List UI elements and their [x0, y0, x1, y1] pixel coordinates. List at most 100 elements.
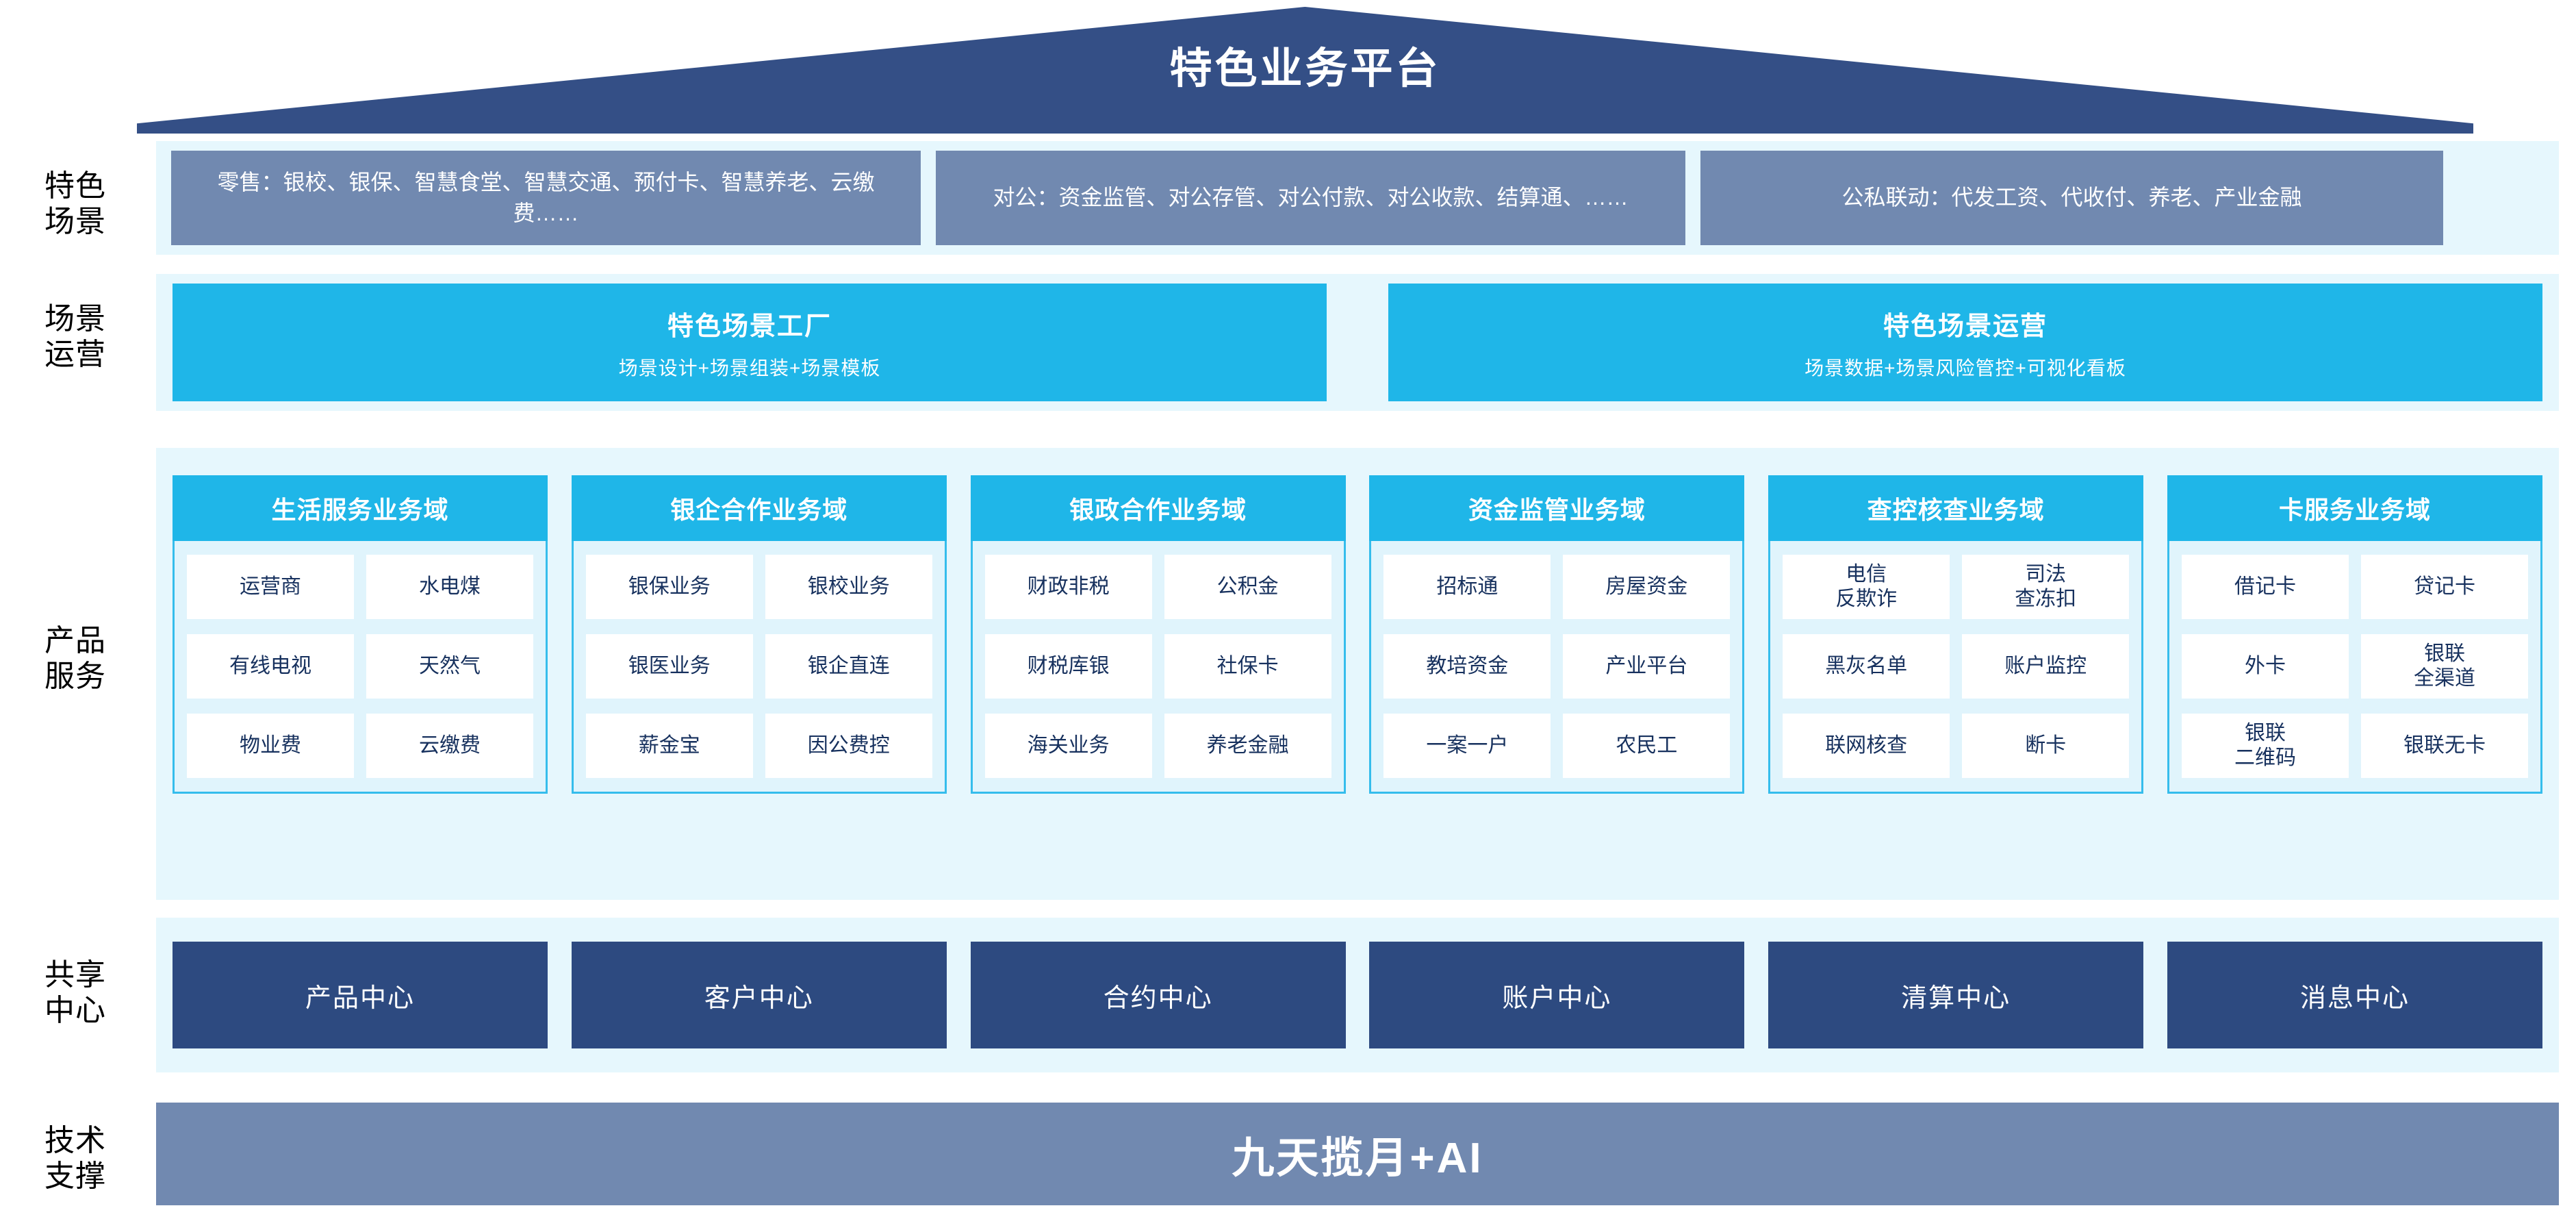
product-tile[interactable]: 农民工: [1563, 714, 1731, 778]
operation-box-2[interactable]: 特色场景运营场景数据+场景风险管控+可视化看板: [1388, 284, 2542, 401]
product-tile[interactable]: 联网核查: [1783, 714, 1950, 778]
product-tile[interactable]: 银企直连: [765, 634, 932, 699]
product-tile-row: 有线电视天然气: [187, 634, 533, 699]
product-tile[interactable]: 养老金融: [1164, 714, 1331, 778]
operation-subtitle: 场景数据+场景风险管控+可视化看板: [1805, 357, 2126, 379]
product-tile-row: 外卡银联 全渠道: [2181, 634, 2528, 699]
product-tile[interactable]: 银校业务: [765, 555, 932, 619]
product-domain-card: 资金监管业务域招标通房屋资金教培资金产业平台一案一户农民工: [1369, 475, 1745, 794]
product-domain-title[interactable]: 查控核查业务域: [1768, 475, 2144, 541]
scenario-row: 零售：银校、银保、智慧食堂、智慧交通、预付卡、智慧养老、云缴费…… 对公：资金监…: [156, 141, 2559, 255]
shared-center-box[interactable]: 产品中心: [173, 942, 548, 1048]
tech-support-label: 九天揽月+AI: [1232, 1135, 1483, 1182]
product-tile[interactable]: 银联无卡: [2360, 714, 2528, 778]
product-domain-card: 卡服务业务域借记卡贷记卡外卡银联 全渠道银联 二维码银联无卡: [2167, 475, 2542, 794]
product-tile[interactable]: 因公费控: [765, 714, 932, 778]
product-tile[interactable]: 招标通: [1383, 555, 1551, 619]
product-tile-row: 薪金宝因公费控: [585, 714, 932, 778]
shared-center-box[interactable]: 账户中心: [1369, 942, 1745, 1048]
product-tile-row: 财税库银社保卡: [984, 634, 1331, 699]
product-tile[interactable]: 薪金宝: [585, 714, 753, 778]
product-tile-row: 物业费云缴费: [187, 714, 533, 778]
product-tile-row: 一案一户农民工: [1383, 714, 1731, 778]
product-tile-row: 运营商水电煤: [187, 555, 533, 619]
product-domain-body: 电信 反欺诈司法 查冻扣黑灰名单账户监控联网核查断卡: [1768, 541, 2144, 794]
row-label-shared: 共享中心: [44, 958, 106, 1027]
product-tile[interactable]: 银医业务: [585, 634, 753, 699]
product-tile[interactable]: 海关业务: [984, 714, 1152, 778]
product-domain-card: 查控核查业务域电信 反欺诈司法 查冻扣黑灰名单账户监控联网核查断卡: [1768, 475, 2144, 794]
product-domain-title[interactable]: 银政合作业务域: [970, 475, 1346, 541]
product-tile-row: 海关业务养老金融: [984, 714, 1331, 778]
product-tile-row: 电信 反欺诈司法 查冻扣: [1783, 555, 2130, 619]
tech-support-bar[interactable]: 九天揽月+AI: [156, 1103, 2559, 1205]
product-tile[interactable]: 借记卡: [2181, 555, 2349, 619]
row-label-products: 产品服务: [44, 624, 106, 693]
product-domain-title[interactable]: 生活服务业务域: [173, 475, 548, 541]
page-title: 特色业务平台: [1169, 45, 1441, 92]
product-tile[interactable]: 黑灰名单: [1783, 634, 1950, 699]
scenario-panel: 零售：银校、银保、智慧食堂、智慧交通、预付卡、智慧养老、云缴费…… 对公：资金监…: [156, 141, 2559, 255]
product-tile[interactable]: 电信 反欺诈: [1783, 555, 1950, 619]
shared-center-panel: 产品中心客户中心合约中心账户中心清算中心消息中心: [156, 918, 2559, 1072]
product-tile-row: 联网核查断卡: [1783, 714, 2130, 778]
product-domain-title[interactable]: 卡服务业务域: [2167, 475, 2542, 541]
product-domain-body: 招标通房屋资金教培资金产业平台一案一户农民工: [1369, 541, 1745, 794]
product-domain-card: 银政合作业务域财政非税公积金财税库银社保卡海关业务养老金融: [970, 475, 1346, 794]
product-domain-title[interactable]: 银企合作业务域: [571, 475, 947, 541]
product-tile-row: 银医业务银企直连: [585, 634, 932, 699]
product-tile[interactable]: 一案一户: [1383, 714, 1551, 778]
operation-box-1[interactable]: 特色场景工厂场景设计+场景组装+场景模板: [173, 284, 1327, 401]
scenario-box-linkage[interactable]: 公私联动：代发工资、代收付、养老、产业金融: [1700, 151, 2443, 245]
shared-center-row: 产品中心客户中心合约中心账户中心清算中心消息中心: [156, 918, 2559, 1072]
product-tile-row: 教培资金产业平台: [1383, 634, 1731, 699]
product-tile[interactable]: 水电煤: [366, 555, 533, 619]
product-tile-row: 银保业务银校业务: [585, 555, 932, 619]
product-tile[interactable]: 云缴费: [366, 714, 533, 778]
product-domain-title[interactable]: 资金监管业务域: [1369, 475, 1745, 541]
product-domain-body: 借记卡贷记卡外卡银联 全渠道银联 二维码银联无卡: [2167, 541, 2542, 794]
product-tile[interactable]: 运营商: [187, 555, 354, 619]
product-tile-row: 银联 二维码银联无卡: [2181, 714, 2528, 778]
scenario-box-corporate[interactable]: 对公：资金监管、对公存管、对公付款、对公收款、结算通、……: [936, 151, 1685, 245]
product-tile[interactable]: 房屋资金: [1563, 555, 1731, 619]
product-tile[interactable]: 财政非税: [984, 555, 1152, 619]
product-domain-body: 财政非税公积金财税库银社保卡海关业务养老金融: [970, 541, 1346, 794]
product-domain-card: 银企合作业务域银保业务银校业务银医业务银企直连薪金宝因公费控: [571, 475, 947, 794]
product-tile[interactable]: 银保业务: [585, 555, 753, 619]
product-tile[interactable]: 断卡: [1962, 714, 2130, 778]
product-tile[interactable]: 银联 全渠道: [2360, 634, 2528, 699]
product-services-panel: 生活服务业务域运营商水电煤有线电视天然气物业费云缴费银企合作业务域银保业务银校业…: [156, 448, 2559, 900]
scenario-box-retail[interactable]: 零售：银校、银保、智慧食堂、智慧交通、预付卡、智慧养老、云缴费……: [171, 151, 921, 245]
product-tile[interactable]: 教培资金: [1383, 634, 1551, 699]
product-domain-card: 生活服务业务域运营商水电煤有线电视天然气物业费云缴费: [173, 475, 548, 794]
product-domain-row: 生活服务业务域运营商水电煤有线电视天然气物业费云缴费银企合作业务域银保业务银校业…: [156, 448, 2559, 900]
product-tile[interactable]: 有线电视: [187, 634, 354, 699]
shared-center-box[interactable]: 消息中心: [2167, 942, 2542, 1048]
product-tile-row: 借记卡贷记卡: [2181, 555, 2528, 619]
product-domain-body: 运营商水电煤有线电视天然气物业费云缴费: [173, 541, 548, 794]
product-tile[interactable]: 产业平台: [1563, 634, 1731, 699]
product-tile[interactable]: 账户监控: [1962, 634, 2130, 699]
product-tile[interactable]: 社保卡: [1164, 634, 1331, 699]
product-tile[interactable]: 贷记卡: [2360, 555, 2528, 619]
row-label-ops: 场景运营: [44, 302, 106, 371]
operations-panel: 特色场景工厂场景设计+场景组装+场景模板特色场景运营场景数据+场景风险管控+可视…: [156, 274, 2559, 411]
shared-center-box[interactable]: 客户中心: [571, 942, 947, 1048]
product-tile[interactable]: 外卡: [2181, 634, 2349, 699]
operation-title: 特色场景运营: [1883, 312, 2048, 341]
product-tile[interactable]: 财税库银: [984, 634, 1152, 699]
product-tile[interactable]: 公积金: [1164, 555, 1331, 619]
product-tile[interactable]: 司法 查冻扣: [1962, 555, 2130, 619]
product-tile[interactable]: 银联 二维码: [2181, 714, 2349, 778]
shared-center-box[interactable]: 清算中心: [1768, 942, 2144, 1048]
operations-row: 特色场景工厂场景设计+场景组装+场景模板特色场景运营场景数据+场景风险管控+可视…: [156, 274, 2559, 411]
row-label-scene: 特色场景: [44, 169, 106, 238]
operation-subtitle: 场景设计+场景组装+场景模板: [618, 357, 881, 379]
product-tile[interactable]: 天然气: [366, 634, 533, 699]
product-tile[interactable]: 物业费: [187, 714, 354, 778]
row-label-tech: 技术支撑: [44, 1124, 106, 1193]
platform-roof: 特色业务平台: [137, 7, 2473, 134]
shared-center-box[interactable]: 合约中心: [970, 942, 1346, 1048]
